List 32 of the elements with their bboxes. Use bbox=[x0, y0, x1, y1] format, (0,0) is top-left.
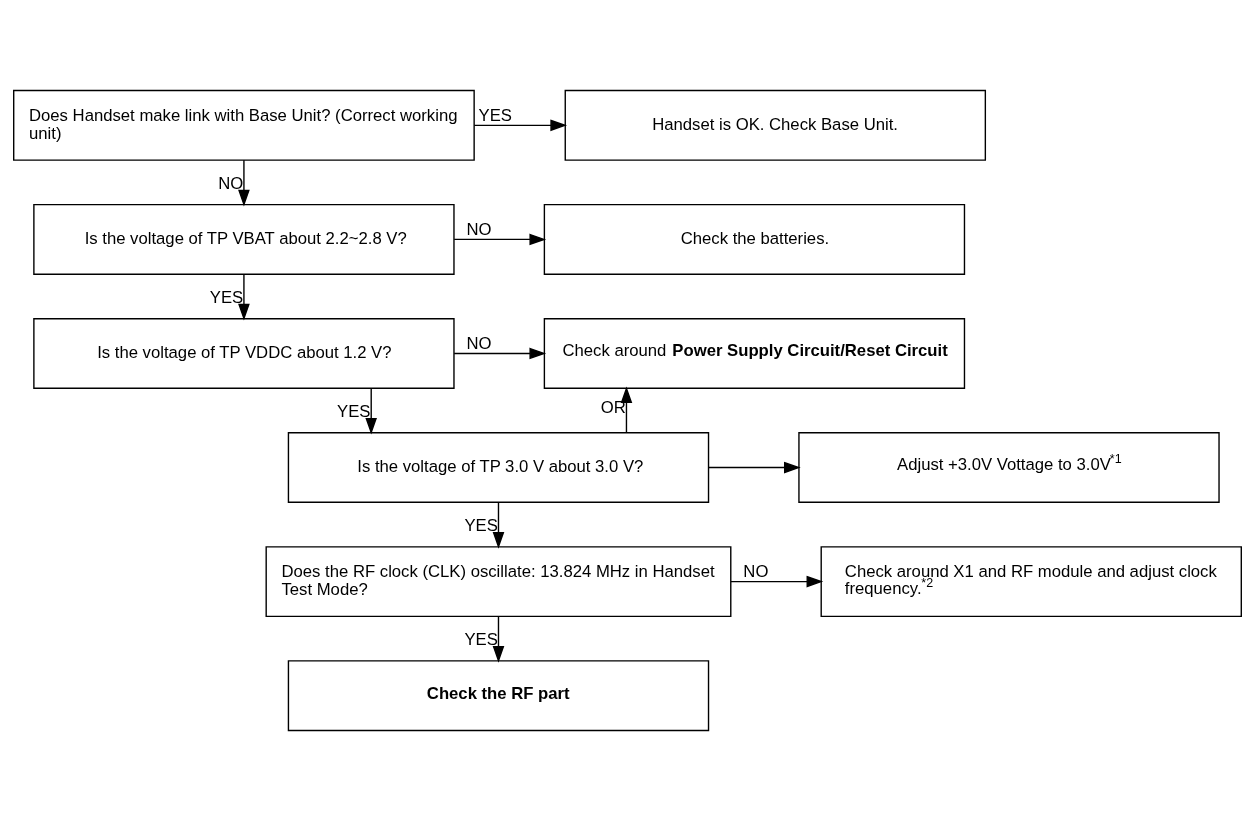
arrow bbox=[708, 461, 801, 474]
node-box: Check the RF part bbox=[287, 660, 710, 732]
arrow bbox=[620, 386, 633, 434]
arrow bbox=[730, 575, 824, 588]
node-box: Is the voltage of TP 3.0 V about 3.0 V? bbox=[287, 432, 710, 503]
edge-label: YES bbox=[464, 515, 498, 535]
arrow bbox=[238, 273, 250, 321]
node-box: Handset is OK. Check Base Unit. bbox=[564, 89, 987, 161]
edge-label: NO bbox=[743, 561, 769, 581]
arrow bbox=[365, 387, 378, 435]
node-box: Is the voltage of TP VDDC about 1.2 V? bbox=[33, 318, 455, 389]
arrow bbox=[492, 501, 505, 549]
node-box: Does Handset make link with Base Unit? (Correct working unit) bbox=[13, 89, 475, 161]
node-box: Adjust +3.0V Vottage to 3.0V$^{*1}$ bbox=[798, 432, 1220, 503]
edge-label: YES bbox=[209, 287, 244, 307]
arrow bbox=[453, 233, 547, 246]
edge-label: NO bbox=[466, 219, 492, 239]
edge-label: NO bbox=[466, 333, 492, 353]
arrow bbox=[492, 615, 505, 663]
edge-label: OR bbox=[600, 397, 626, 417]
edge-label: NO bbox=[218, 173, 244, 193]
edge-label: YES bbox=[478, 105, 512, 125]
node-box: Check around X1 and RF module and adjust clock frequency.$^{*2}$ bbox=[820, 546, 1242, 618]
edge-label: YES bbox=[337, 401, 371, 421]
node-box: Is the voltage of TP VBAT about 2.2~2.8 V? bbox=[33, 203, 455, 275]
node-box: Does the RF clock (CLK) oscillate: 13.824 MHz in Handset Test Mode? bbox=[265, 546, 732, 618]
node-box: Check around Power Supply Circuit/Reset Circuit bbox=[543, 318, 966, 389]
arrow bbox=[238, 159, 250, 207]
arrow bbox=[473, 119, 568, 132]
edge-label: YES bbox=[464, 629, 498, 649]
arrow bbox=[453, 347, 547, 360]
node-box: Check the batteries. bbox=[543, 203, 966, 275]
